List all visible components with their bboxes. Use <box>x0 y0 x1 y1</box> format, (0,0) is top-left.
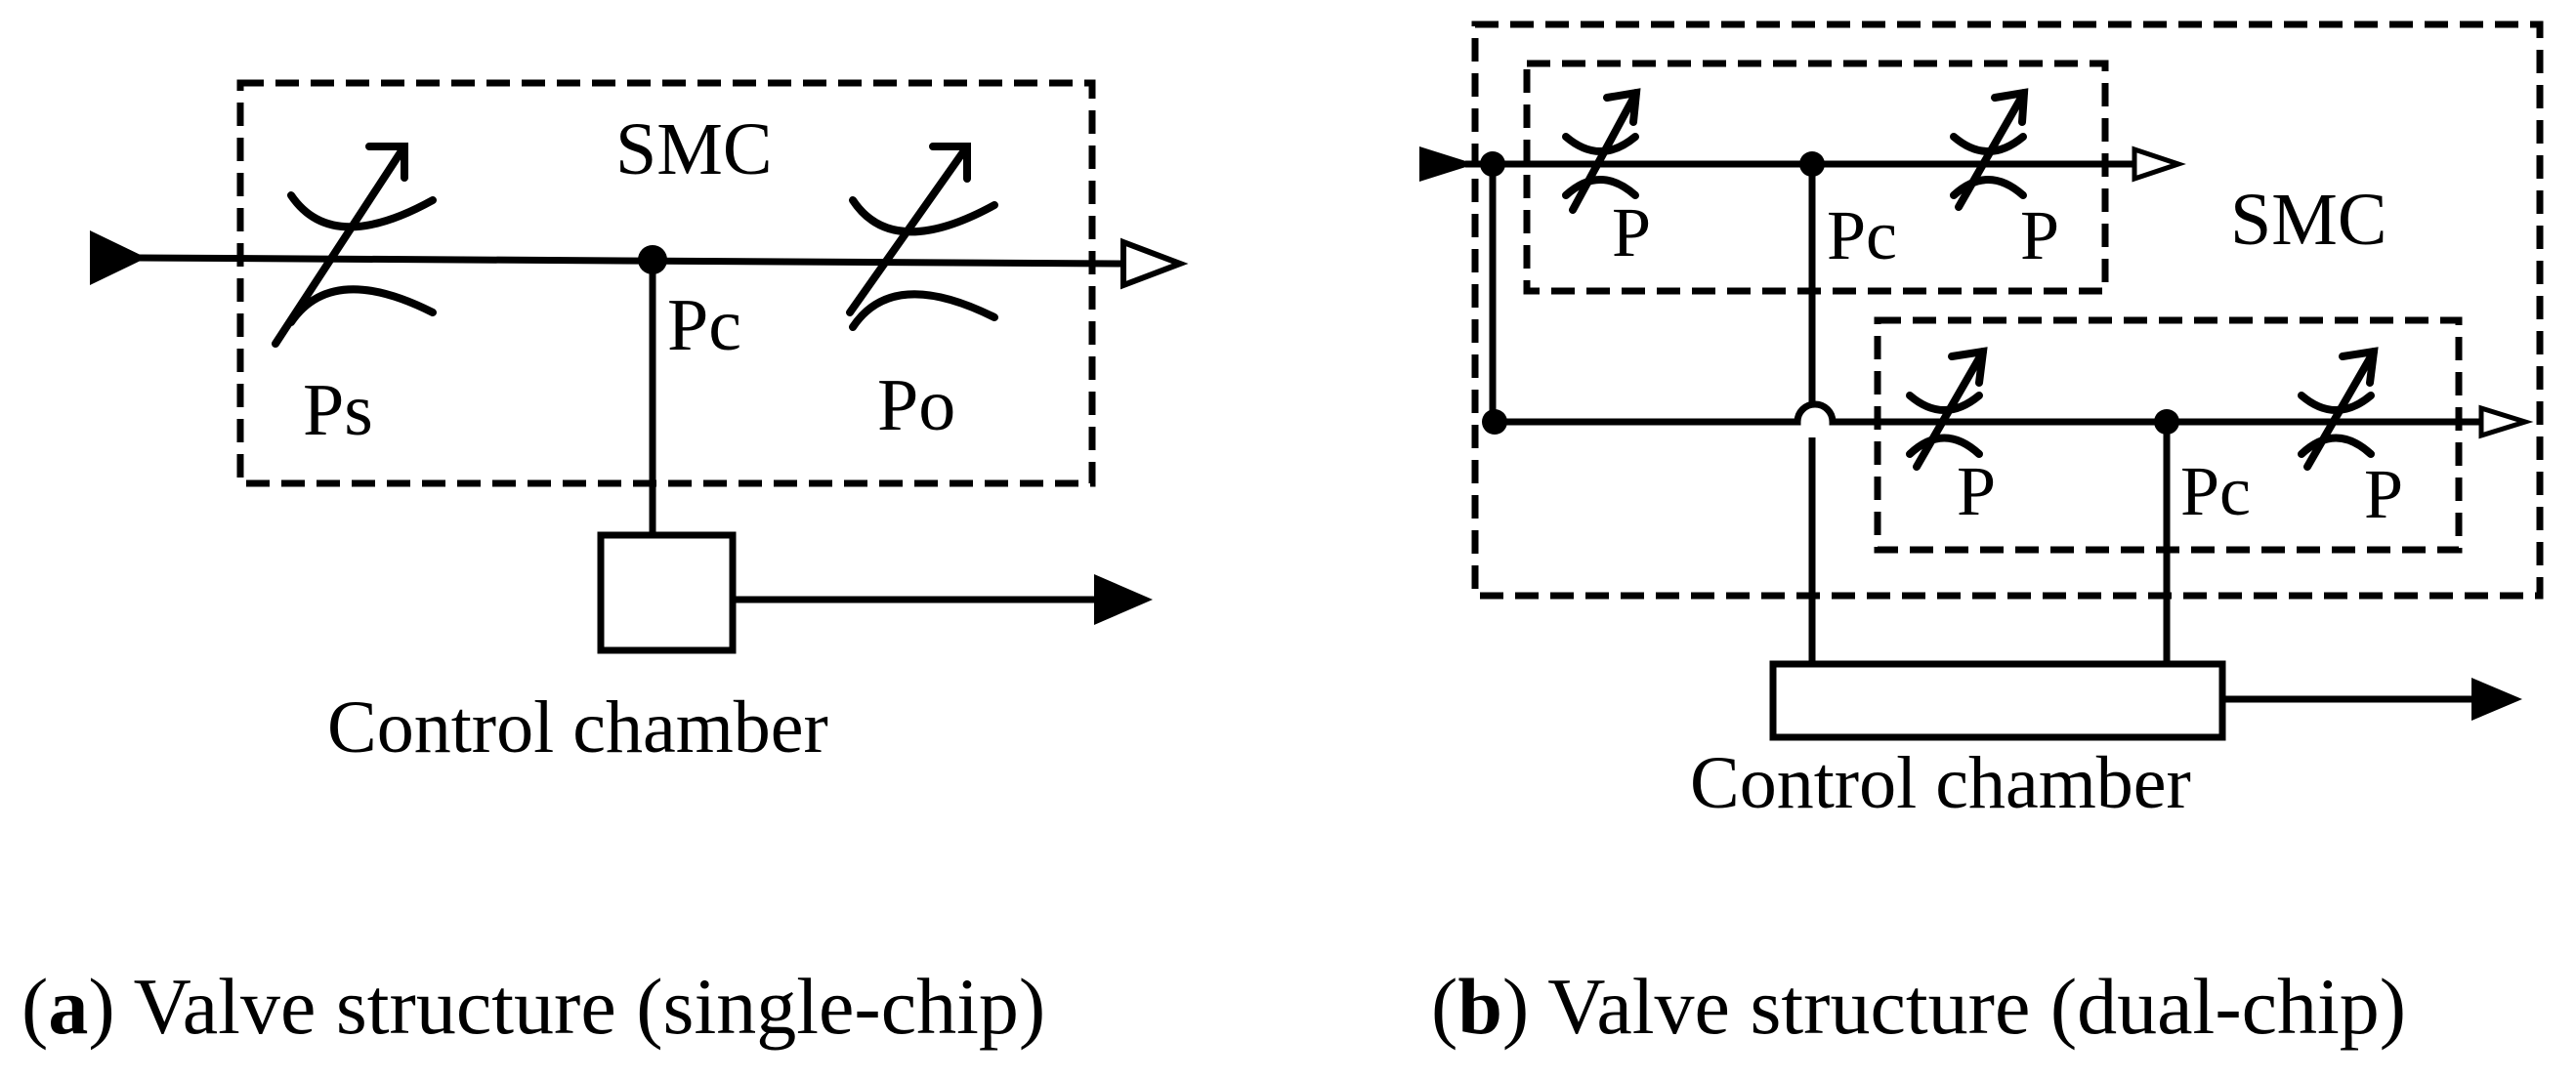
variable-restrictor-p2-icon <box>1950 88 2029 211</box>
ps-label: Ps <box>303 369 373 451</box>
po-label: Po <box>877 364 955 446</box>
main-flow-line-a <box>136 254 1124 268</box>
smc-boundary-a <box>236 79 1096 487</box>
control-chamber-label-a: Control chamber <box>327 686 828 768</box>
variable-restrictor-po-icon <box>846 143 998 331</box>
output-arrow-a <box>1120 237 1189 290</box>
chamber-outlet-arrow-a <box>1094 574 1153 625</box>
variable-restrictor-ps-icon <box>272 143 437 348</box>
control-chamber-label-b: Control chamber <box>1690 742 2191 824</box>
control-chamber-a <box>597 531 737 654</box>
p2-label: P <box>2020 196 2059 274</box>
caption-a-letter: a <box>48 962 88 1051</box>
pc2-label: Pc <box>2180 452 2251 530</box>
control-chamber-b <box>1769 660 2226 741</box>
panel-b: SMC P P Pc P P Pc Control chamber (b) Va… <box>1419 21 2544 1051</box>
caption-a-text: Valve structure (single-chip) <box>115 962 1046 1051</box>
caption-a: (a) Valve structure (single-chip) <box>21 962 1045 1051</box>
variable-restrictor-p4-icon <box>2298 347 2379 471</box>
pc1-label: Pc <box>1827 196 1897 274</box>
input-arrow-a <box>90 230 147 285</box>
p1-label: P <box>1612 193 1651 271</box>
smc-boundary-b <box>1471 21 2544 600</box>
smc-label-b: SMC <box>2230 179 2387 261</box>
caption-b-text: Valve structure (dual-chip) <box>1529 962 2406 1051</box>
p4-label: P <box>2364 455 2403 533</box>
pc-label-a: Pc <box>667 284 741 366</box>
panel-a: SMC Ps Pc Po Control chamber (a) Valve s… <box>21 79 1189 1051</box>
upper-output-arrow <box>2132 145 2186 183</box>
input-arrow-b <box>1419 146 1475 182</box>
variable-restrictor-p3-icon <box>1906 347 1988 471</box>
lower-output-arrow <box>2478 404 2534 439</box>
chamber-outlet-arrow-b <box>2471 678 2522 721</box>
caption-b-letter: b <box>1457 962 1502 1051</box>
caption-b: (b) Valve structure (dual-chip) <box>1431 962 2406 1051</box>
chip-boundary-upper <box>1523 60 2109 295</box>
p3-label: P <box>1957 452 1996 530</box>
smc-label-a: SMC <box>615 108 773 190</box>
variable-restrictor-p1-icon <box>1562 88 1641 214</box>
